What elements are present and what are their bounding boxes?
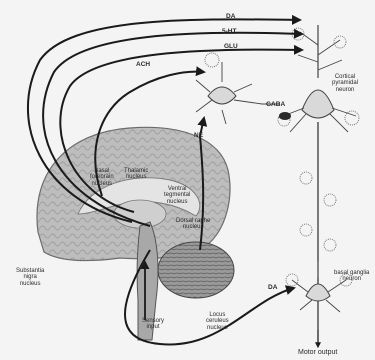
label-motor-output: Motor output	[298, 349, 337, 356]
label-basal-ganglia-neuron: basal ganglia neuron	[334, 270, 369, 283]
label-line: nucleus	[16, 281, 44, 287]
label-substantia-nigra: Substantia nigra nucleus	[16, 268, 44, 287]
label-da-top: DA	[226, 14, 235, 21]
label-ventral-tegmental: Ventral tegmental nucleus	[164, 186, 190, 205]
label-line: pyramidal	[332, 80, 358, 86]
label-thalamic: Thalamic nucleus	[124, 168, 148, 181]
label-basal-forebrain: Basal forebrain nucleus	[90, 168, 114, 187]
gaba-terminal	[279, 112, 291, 120]
interneuron	[196, 53, 280, 124]
label-line: input	[142, 324, 164, 330]
label-line: neuron	[334, 276, 369, 282]
label-dorsal-raphe: Dorsal raphe nucleus	[176, 218, 210, 231]
label-acetylcholine: ACH	[136, 62, 150, 69]
label-line: nucleus	[90, 181, 114, 187]
label-da-basal: DA	[268, 285, 277, 292]
brain-illustration	[37, 127, 234, 340]
label-sensory-input: Sensory input	[142, 318, 164, 331]
label-locus-ceruleus: Locus ceruleus nucleus	[206, 312, 229, 331]
label-line: nucleus	[176, 224, 210, 230]
label-line: nucleus	[124, 174, 148, 180]
label-cortical-pyramidal-neuron: Cortical pyramidal neuron	[332, 74, 358, 93]
label-line: tegmental	[164, 192, 190, 198]
label-line: nucleus	[206, 325, 229, 331]
label-norepinephrine: NE	[194, 133, 203, 140]
label-line: neuron	[332, 87, 358, 93]
label-line: forebrain	[90, 174, 114, 180]
label-serotonin: 5-HT	[222, 29, 236, 36]
label-glutamate: GLU	[224, 44, 238, 51]
label-gaba: GABA	[266, 102, 285, 109]
label-line: nucleus	[164, 199, 190, 205]
label-line: ceruleus	[206, 318, 229, 324]
